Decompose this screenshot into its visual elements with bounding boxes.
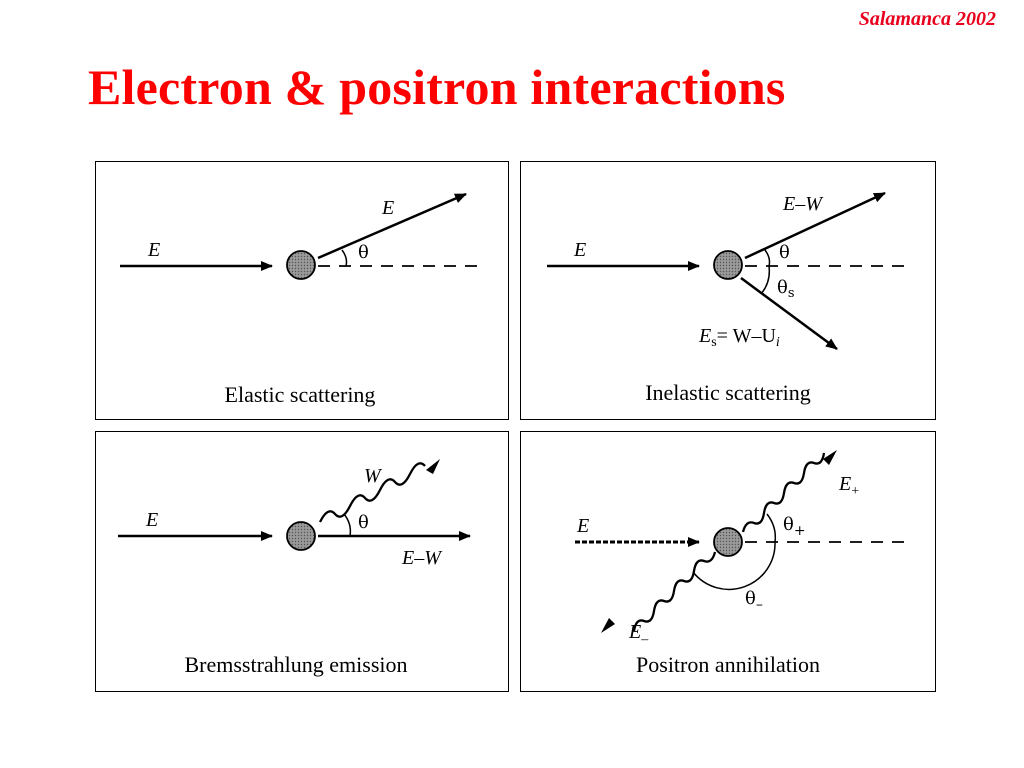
photon-energy-label: W <box>364 465 383 487</box>
scattered-energy-label: E–W <box>782 193 824 215</box>
panel-caption: Inelastic scattering <box>645 380 811 405</box>
annihilation-diagram: E E+ θ+ E– θ– Positron annihilation <box>575 450 907 677</box>
panel-bremsstrahlung-emission: E E–W W θ Bremsstrahlung emission <box>95 431 509 692</box>
scattered-electron-arrow <box>317 192 467 260</box>
secondary-energy-label: Es= W–Ui <box>698 325 780 350</box>
photon-plus-angle-label: θ+ <box>783 514 806 539</box>
emission-angle-label: θ <box>358 512 369 533</box>
photon-minus-energy-label: E– <box>628 621 649 647</box>
bremsstrahlung-diagram: E E–W W θ Bremsstrahlung emission <box>118 459 471 677</box>
photon-minus-arrowhead <box>601 618 615 633</box>
incoming-energy-label: E <box>145 509 158 531</box>
scattered-electron-arrow <box>744 191 886 260</box>
outgoing-energy-label: E–W <box>401 547 443 569</box>
corner-label: Salamanca 2002 <box>858 8 996 30</box>
target-atom <box>286 521 316 551</box>
photon-plus-arrowhead <box>823 450 837 465</box>
secondary-angle-arc <box>760 265 771 295</box>
photon-plus-energy-label: E+ <box>838 473 859 499</box>
incoming-energy-label: E <box>576 515 589 537</box>
panel-positron-annihilation: E E+ θ+ E– θ– Positron annihilation <box>520 431 936 692</box>
emission-angle-arc <box>343 513 352 537</box>
photon-plus-angle-arc <box>766 513 777 543</box>
inelastic-diagram: E E–W θ θs Es= W–Ui Inelastic scattering <box>547 191 907 405</box>
panel-elastic-scattering: E E θ Elastic scattering <box>95 161 509 420</box>
incoming-energy-label: E <box>147 239 160 261</box>
panel-inelastic-scattering: E E–W θ θs Es= W–Ui Inelastic scattering <box>520 161 936 420</box>
photon-minus-wavy-line <box>632 551 717 632</box>
page-title: Electron & positron interactions <box>88 59 786 115</box>
scattering-angle-arc <box>341 249 348 267</box>
panel-caption: Bremsstrahlung emission <box>184 652 407 677</box>
photon-minus-angle-label: θ– <box>745 588 763 613</box>
photon-plus-wavy-line <box>741 452 826 533</box>
target-atom <box>713 250 743 280</box>
target-atom <box>286 250 316 280</box>
photon-minus-angle-arc <box>692 541 776 591</box>
elastic-diagram: E E θ Elastic scattering <box>120 192 480 407</box>
panel-caption: Positron annihilation <box>636 652 820 677</box>
secondary-electron-arrow <box>740 276 838 351</box>
scattering-angle-arc <box>764 249 771 267</box>
target-atom <box>713 527 743 557</box>
photon-wavy-line <box>318 462 426 523</box>
scattering-angle-label: θ <box>779 242 790 263</box>
secondary-angle-label: θs <box>777 277 795 301</box>
photon-arrowhead <box>426 459 440 474</box>
incoming-energy-label: E <box>573 239 586 261</box>
scattered-energy-label: E <box>381 197 394 219</box>
panel-caption: Elastic scattering <box>225 382 376 407</box>
scattering-angle-label: θ <box>358 242 369 263</box>
